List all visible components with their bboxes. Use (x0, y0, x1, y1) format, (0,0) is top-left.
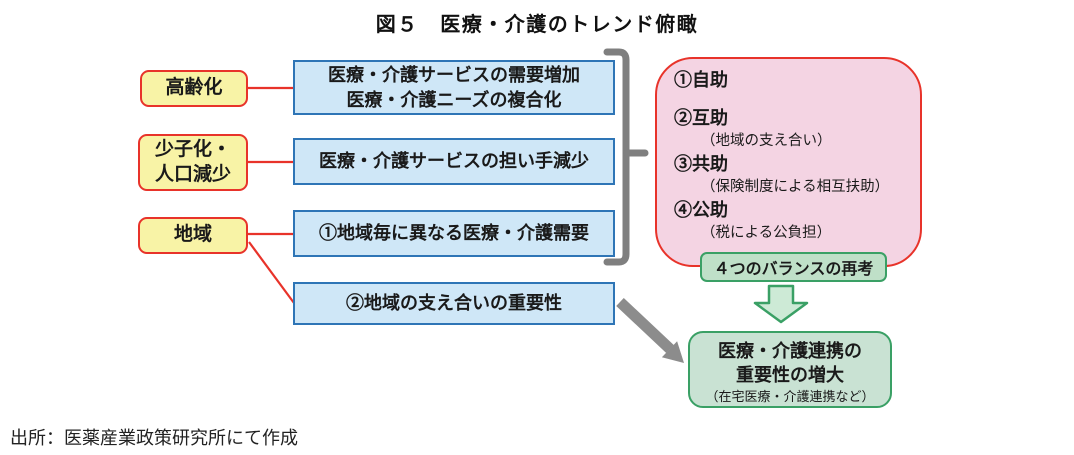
gray-diagonal-arrow-head (661, 341, 684, 363)
figure-title: 図５ 医療・介護のトレンド俯瞰 (375, 14, 699, 36)
connector-region-line2 (248, 241, 295, 304)
help-item-cooperative-note: （保険制度による相互扶助） (701, 179, 890, 195)
green-down-arrow (753, 284, 809, 324)
factor-box-aging: 高齢化 (140, 70, 248, 107)
factor-box-region: 地域 (138, 217, 248, 254)
result-box: 医療・介護連携の 重要性の増大 （在宅医療・介護連携など） (688, 331, 892, 408)
trend-box-regional-demand: ①地域毎に異なる医療・介護需要 (293, 210, 615, 257)
factor-box-population-decline: 少子化・ 人口減少 (138, 134, 248, 191)
help-types-box: ①自助 ②互助 （地域の支え合い） ③共助 （保険制度による相互扶助） ④公助 … (655, 57, 922, 267)
help-item-public: ④公助 (674, 200, 728, 220)
balance-label-box: ４つのバランスの再考 (700, 252, 887, 282)
trend-box-community-support: ②地域の支え合いの重要性 (293, 282, 615, 325)
trend-box-workforce-decrease: 医療・介護サービスの担い手減少 (293, 138, 615, 185)
trend-box-demand-increase: 医療・介護サービスの需要増加 医療・介護ニーズの複合化 (293, 60, 615, 115)
help-item-mutual-note: （地域の支え合い） (701, 133, 832, 149)
help-item-self: ①自助 (674, 70, 728, 90)
help-item-cooperative: ③共助 (674, 154, 728, 174)
result-line2: 重要性の増大 (736, 365, 844, 385)
help-item-public-note: （税による公負担） (701, 225, 832, 241)
gray-diagonal-arrow-shaft (616, 297, 674, 354)
result-note: （在宅医療・介護連携など） (705, 389, 875, 404)
source-note: 出所：医薬産業政策研究所にて作成 (10, 428, 298, 448)
help-item-mutual: ②互助 (674, 108, 728, 128)
result-line1: 医療・介護連携の (718, 341, 862, 361)
